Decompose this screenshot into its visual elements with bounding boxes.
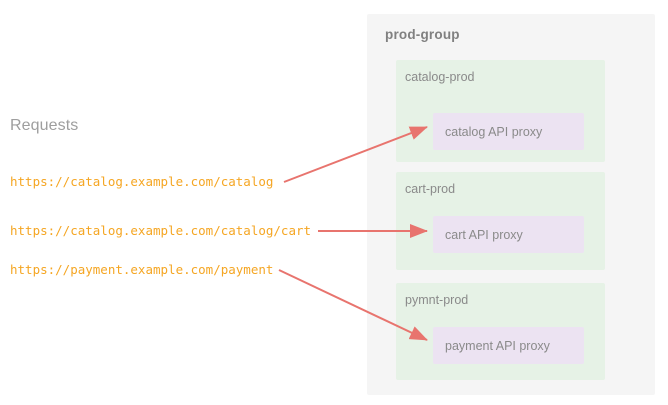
proxy-box-catalog: catalog API proxy (433, 113, 584, 150)
request-url-payment: https://payment.example.com/payment (10, 262, 274, 277)
proxy-label-payment: payment API proxy (445, 338, 550, 353)
proxy-label-catalog: catalog API proxy (445, 124, 543, 139)
environment-label-catalog-prod: catalog-prod (405, 70, 475, 84)
requests-section: Requests https://catalog.example.com/cat… (10, 117, 312, 277)
requests-title: Requests (10, 117, 79, 134)
environment-box-catalog-prod: catalog-prod catalog API proxy (396, 60, 605, 162)
prod-group-title: prod-group (385, 27, 460, 42)
environment-box-cart-prod: cart-prod cart API proxy (396, 172, 605, 270)
proxy-box-cart: cart API proxy (433, 216, 584, 253)
proxy-box-payment: payment API proxy (433, 327, 584, 364)
proxy-label-cart: cart API proxy (445, 227, 523, 242)
environment-label-cart-prod: cart-prod (405, 182, 456, 196)
environment-label-pymnt-prod: pymnt-prod (405, 293, 469, 307)
request-url-catalog-cart: https://catalog.example.com/catalog/cart (10, 223, 312, 238)
environment-box-pymnt-prod: pymnt-prod payment API proxy (396, 283, 605, 380)
request-url-catalog: https://catalog.example.com/catalog (10, 174, 274, 189)
